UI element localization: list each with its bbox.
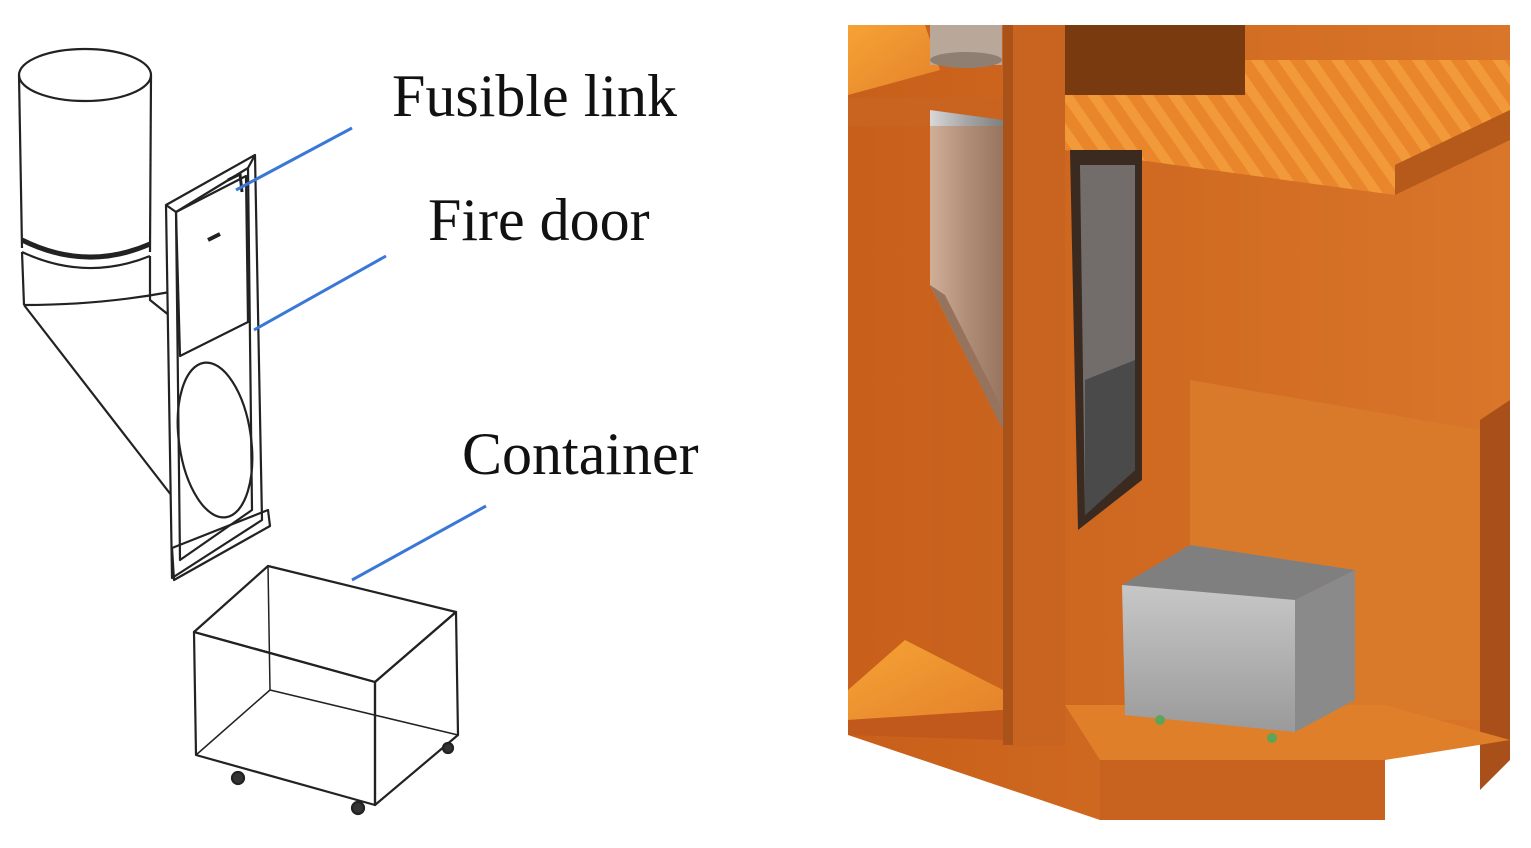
label-container: Container [462,421,699,487]
leader-fire-door [253,254,387,332]
leader-fusible-link [235,126,353,192]
leader-lines [235,126,487,582]
container-render [1122,545,1355,743]
render-3d [848,25,1510,820]
label-fire-door: Fire door [428,187,650,253]
line-drawing [17,47,460,816]
chute-cylinder [17,47,153,270]
container-drawing [192,564,460,816]
fire-door-frame [164,153,272,582]
chute-funnel [20,251,201,501]
label-fusible-link: Fusible link [392,63,678,129]
leader-container [351,504,487,582]
